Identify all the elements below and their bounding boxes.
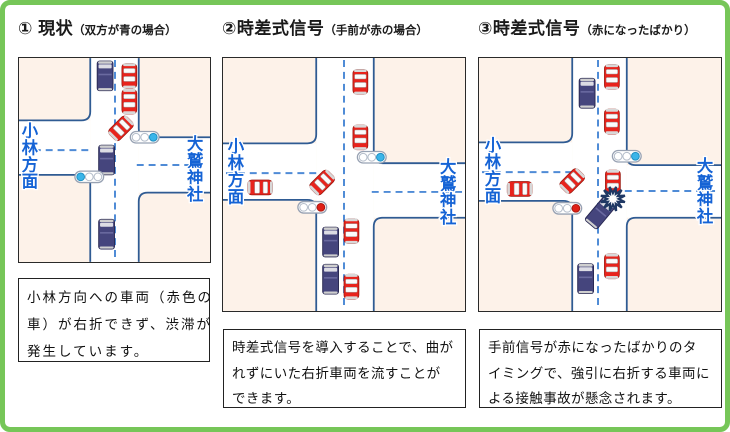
label-char: 林 bbox=[485, 153, 502, 172]
panel-1-title-main: ① 現状 bbox=[18, 19, 74, 38]
label-char: 鷲 bbox=[187, 151, 204, 170]
label-char: 小 bbox=[485, 137, 502, 155]
panel-2-title: ②時差式信号（手前が赤の場合） bbox=[222, 14, 428, 39]
label-char: 鷲 bbox=[697, 173, 714, 192]
label-char: 林 bbox=[22, 139, 39, 158]
red-car-icon bbox=[108, 115, 134, 142]
caption-line: 車）が右折できず、渋滞が bbox=[27, 317, 213, 332]
caption-line: よる接触事故が懸念されます。 bbox=[488, 391, 681, 406]
label-char: 大 bbox=[697, 157, 714, 176]
red-car-icon bbox=[604, 108, 620, 135]
caption-line: れずにいた右折車両を流すことが bbox=[232, 365, 441, 381]
van-icon bbox=[96, 60, 114, 92]
traffic-light bbox=[74, 170, 105, 184]
label-char: 神 bbox=[440, 191, 456, 210]
red-car-icon bbox=[559, 168, 586, 194]
label-char: 面 bbox=[22, 173, 38, 191]
collision-icon bbox=[600, 186, 626, 212]
van-icon bbox=[322, 263, 339, 295]
label-char: 面 bbox=[485, 187, 501, 205]
caption-box-3: 手前信号が赤になったばかりのタイミングで、強引に右折する車両による接触事故が懸念… bbox=[479, 329, 722, 408]
red-car-icon bbox=[121, 63, 138, 89]
traffic-light bbox=[356, 150, 387, 164]
road-edge bbox=[372, 216, 465, 311]
traffic-light bbox=[552, 201, 583, 215]
label-char: 方 bbox=[485, 170, 501, 189]
label-char: 方 bbox=[228, 170, 244, 189]
label-char: 方 bbox=[22, 155, 38, 174]
panel-3-title: ③時差式信号（赤になったばかり） bbox=[478, 14, 696, 39]
road-edge bbox=[223, 58, 318, 145]
van-icon bbox=[98, 218, 115, 250]
label-char: 神 bbox=[697, 190, 713, 209]
red-car-icon bbox=[604, 64, 620, 90]
red-car-icon bbox=[352, 69, 369, 95]
label-char: 神 bbox=[187, 168, 203, 187]
red-car-icon bbox=[506, 181, 533, 197]
road-edge bbox=[625, 216, 721, 311]
road-edge bbox=[479, 58, 574, 144]
caption-line: イミングで、強引に右折する車両に bbox=[488, 365, 710, 381]
caption-line: 手前信号が赤になったばかりのタ bbox=[488, 340, 697, 355]
label-char: 小 bbox=[228, 138, 245, 156]
panel-2-title-main: ②時差式信号 bbox=[222, 19, 325, 38]
caption-box-1: 小林方向への車両（赤色の車）が右折できず、渋滞が発生しています。 bbox=[18, 278, 213, 362]
label-char: 社 bbox=[439, 208, 457, 227]
road-edge bbox=[137, 191, 210, 262]
label-char: 林 bbox=[228, 154, 245, 173]
van-icon bbox=[578, 77, 596, 109]
label-char: 面 bbox=[228, 188, 244, 206]
caption-line: 時差式信号を導入することで、曲が bbox=[232, 340, 454, 355]
panel-3-title-sub: （赤になったばかり） bbox=[580, 25, 696, 37]
red-car-icon bbox=[343, 218, 360, 244]
intersection-diagram-2: 小林方面 大鷲神社 bbox=[222, 57, 466, 312]
intersection-diagram-1: 小林方面 大鷲神社 bbox=[18, 57, 211, 263]
van-icon bbox=[98, 144, 115, 176]
traffic-light bbox=[297, 200, 328, 214]
red-car-icon bbox=[309, 169, 335, 196]
panel-1-title-sub: （双方が青の場合） bbox=[73, 25, 177, 37]
caption-line: できます。 bbox=[232, 391, 301, 406]
caption-line: 小林方向への車両（赤色の bbox=[27, 290, 213, 305]
intersection-diagram-3: 小林方面 大鷲神社 bbox=[478, 57, 722, 312]
caption-line: 発生しています。 bbox=[27, 344, 150, 359]
van-icon bbox=[577, 263, 594, 295]
label-char: 社 bbox=[696, 207, 714, 226]
red-car-icon bbox=[121, 88, 138, 115]
panel-1-title: ① 現状（双方が青の場合） bbox=[18, 14, 177, 39]
label-char: 小 bbox=[22, 123, 39, 141]
label-char: 大 bbox=[187, 135, 204, 154]
traffic-light bbox=[129, 130, 160, 144]
traffic-light bbox=[611, 149, 642, 163]
red-car-icon bbox=[604, 253, 620, 280]
panel-2-title-sub: （手前が赤の場合） bbox=[324, 25, 428, 37]
van-icon bbox=[322, 226, 339, 258]
label-char: 社 bbox=[186, 185, 203, 204]
red-car-icon bbox=[352, 124, 369, 151]
label-char: 大 bbox=[440, 158, 457, 177]
caption-box-2: 時差式信号を導入することで、曲がれずにいた右折車両を流すことができます。 bbox=[223, 329, 466, 408]
road-edge bbox=[19, 58, 92, 122]
label-char: 鷲 bbox=[440, 174, 457, 193]
panel-3-title-main: ③時差式信号 bbox=[478, 19, 581, 38]
red-car-icon bbox=[343, 273, 360, 300]
red-car-icon bbox=[247, 179, 273, 196]
